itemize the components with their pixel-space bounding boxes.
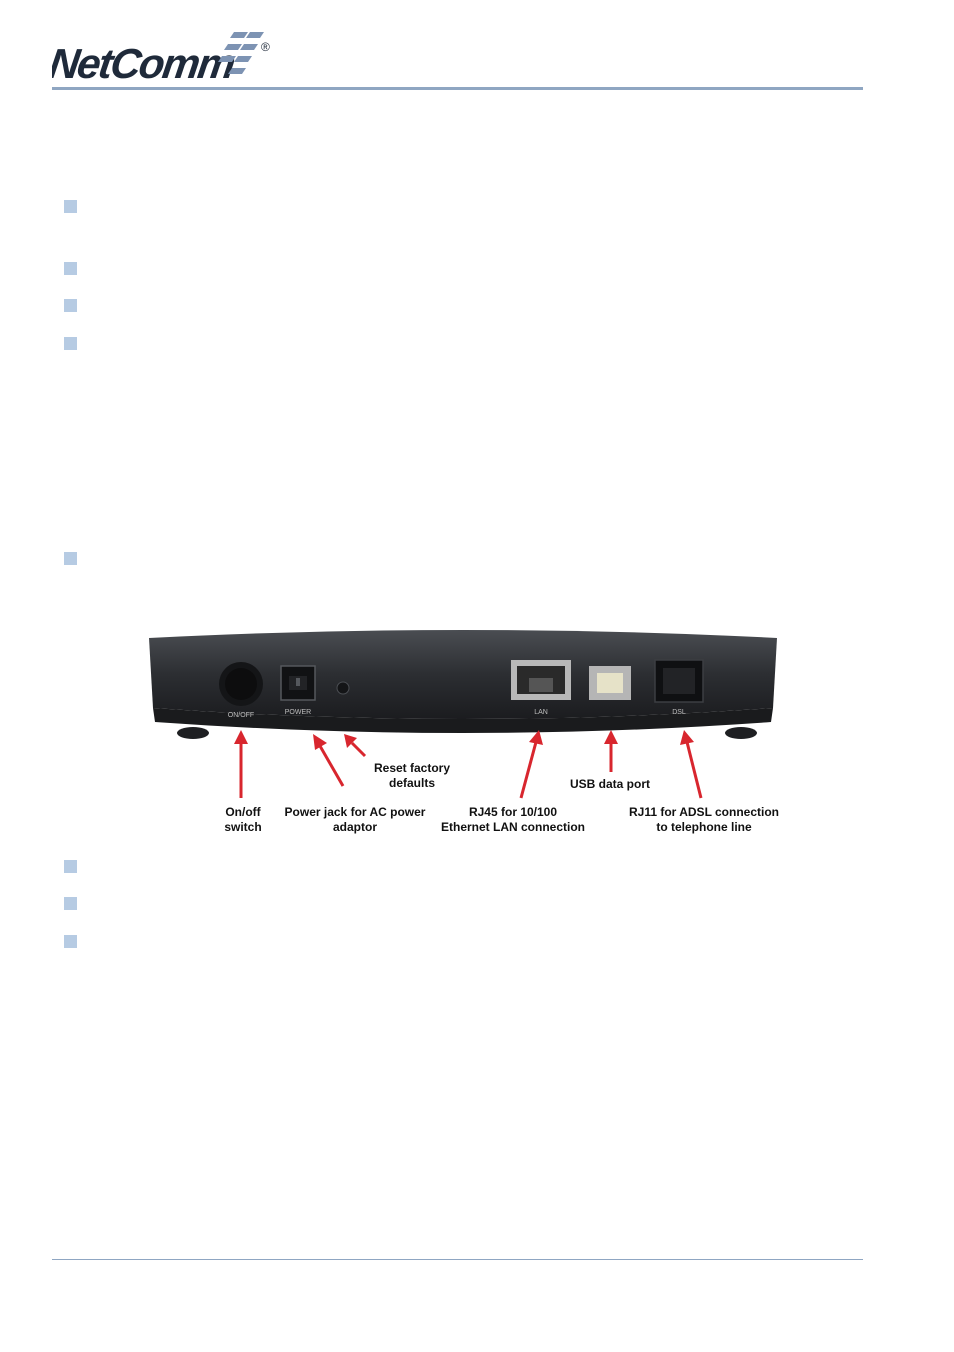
callout-rj11-adsl: RJ11 for ADSL connection to telephone li… [628, 805, 780, 834]
callout-power-jack: Power jack for AC power adaptor [284, 805, 426, 834]
port-label-on-off: ON/OFF [228, 712, 254, 719]
router-rear-panel-figure: ON/OFF POWER LAN DSL [143, 626, 783, 846]
rj11-dsl-port-icon [654, 659, 704, 703]
power-jack-icon [280, 665, 316, 701]
callout-arrows [234, 730, 703, 799]
on-off-switch-icon [219, 662, 263, 706]
footer-rule [52, 1259, 863, 1260]
port-label-lan: LAN [534, 709, 548, 716]
header-rule [52, 87, 863, 90]
bullet-marker [64, 552, 77, 565]
bullet-marker [64, 860, 77, 873]
bullet-marker [64, 897, 77, 910]
callout-on-off-switch: On/off switch [224, 805, 262, 834]
router-foot-right [725, 727, 757, 739]
bullet-marker [64, 337, 77, 350]
netcomm-logo: NetComm ® [46, 30, 282, 87]
bullet-marker [64, 299, 77, 312]
callout-usb-data-port: USB data port [569, 777, 650, 791]
bullet-marker [64, 200, 77, 213]
logo-stripes-icon [218, 32, 264, 74]
registered-mark: ® [261, 40, 270, 54]
callout-rj45-lan: RJ45 for 10/100 Ethernet LAN connection [440, 805, 585, 834]
bullet-marker [64, 935, 77, 948]
router-foot-left [177, 727, 209, 739]
callout-reset-factory-defaults: Reset factory defaults [373, 761, 451, 790]
rj45-lan-port-icon [511, 660, 571, 700]
usb-port-icon [589, 666, 631, 700]
port-label-power: POWER [285, 709, 311, 716]
bullet-marker [64, 262, 77, 275]
logo-wordmark: NetComm [52, 40, 237, 84]
port-label-dsl: DSL [672, 709, 686, 716]
reset-button-icon [336, 681, 350, 695]
